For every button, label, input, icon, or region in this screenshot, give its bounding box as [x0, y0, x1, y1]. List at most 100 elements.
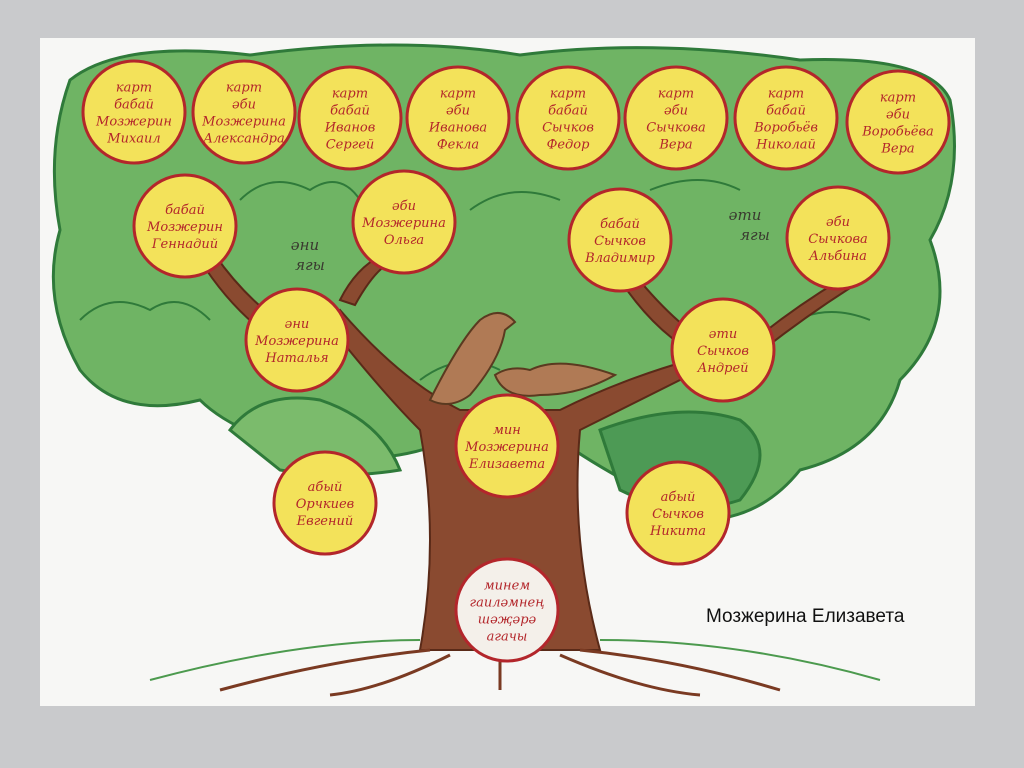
node-text-line: Александра: [202, 132, 285, 147]
node-text-line: Елизавета: [468, 457, 545, 472]
node-text-line: Федор: [547, 138, 591, 153]
side-label-line: әни: [291, 236, 319, 254]
side-label-line: ягы: [295, 256, 325, 274]
node-circle: [272, 450, 378, 556]
node-text-line: Мозжерина: [201, 115, 286, 130]
node-text-line: бабай: [766, 104, 806, 119]
node-text-line: Орчкиев: [296, 497, 354, 512]
node-text-line: Сычков: [542, 121, 594, 136]
node-text-line: Сычкова: [646, 121, 706, 136]
node-text-line: Сычков: [697, 344, 749, 359]
node-text-line: Геннадий: [151, 237, 218, 252]
node-text-line: Ольга: [384, 233, 424, 248]
node-circle: [625, 460, 731, 566]
bird-icon: [493, 362, 618, 397]
node-text-line: карт: [768, 87, 804, 102]
node-text-line: бабай: [600, 217, 640, 232]
node-text-line: әби: [886, 108, 910, 123]
node-text-line: әби: [446, 104, 470, 119]
node-text-line: Мозжерина: [254, 334, 339, 349]
node-text-line: әби: [664, 104, 688, 119]
node-text-line: Мозжерина: [464, 440, 549, 455]
node-text-line: гаиләмнең: [470, 596, 545, 611]
tree-roots: [219, 648, 781, 697]
node-circle: [515, 65, 621, 171]
node-text-line: әби: [392, 199, 416, 214]
node-circle: [567, 187, 673, 293]
node-text-line: шәҗәрә: [478, 613, 537, 628]
node-circle: [191, 59, 297, 165]
node-text-line: абый: [661, 490, 696, 505]
node-text-line: Наталья: [264, 351, 328, 366]
birds: [428, 312, 618, 405]
node-text-line: Владимир: [584, 251, 655, 266]
node-circle: [244, 287, 350, 393]
family-members: картбабайМозжеринМихаилкартәбиМозжеринаА…: [81, 59, 951, 663]
node-text-line: бабай: [330, 104, 370, 119]
node-text-line: әти: [709, 327, 737, 342]
node-circle: [454, 393, 560, 499]
node-text-line: Никита: [649, 524, 706, 539]
node-text-line: карт: [658, 87, 694, 102]
node-circle: [785, 185, 891, 291]
side-label-line: әти: [729, 206, 762, 224]
node-text-line: мин: [493, 423, 521, 438]
node-text-line: Михаил: [106, 132, 160, 147]
bird-icon: [428, 312, 517, 405]
node-text-line: карт: [550, 87, 586, 102]
node-text-line: Мозжерина: [361, 216, 446, 231]
node-circle: [670, 297, 776, 403]
author-caption: Мозжерина Елизавета: [706, 606, 905, 627]
node-text-line: бабай: [548, 104, 588, 119]
node-text-line: Вера: [880, 142, 914, 157]
node-circle: [845, 69, 951, 175]
side-label-father: әти ягы: [729, 206, 770, 244]
node-text-line: Мозжерин: [95, 115, 172, 130]
node-text-line: Иванов: [324, 121, 376, 136]
node-circle: [351, 169, 457, 275]
side-label-line: ягы: [740, 226, 770, 244]
node-text-line: бабай: [114, 98, 154, 113]
node-text-line: Сергей: [326, 138, 375, 153]
node-circle: [623, 65, 729, 171]
node-text-line: агачы: [487, 630, 528, 645]
node-text-line: абый: [308, 480, 343, 495]
node-text-line: Евгений: [296, 514, 354, 529]
node-circle: [81, 59, 187, 165]
grass: [149, 639, 881, 681]
node-circle: [405, 65, 511, 171]
node-text-line: әби: [826, 215, 850, 230]
node-text-line: карт: [880, 91, 916, 106]
node-text-line: Мозжерин: [146, 220, 223, 235]
node-text-line: әни: [285, 317, 310, 332]
node-text-line: Андрей: [696, 361, 748, 376]
node-circle: [733, 65, 839, 171]
node-circle: [454, 557, 560, 663]
node-text-line: карт: [116, 81, 152, 96]
node-text-line: Иванова: [428, 121, 487, 136]
side-label-mother: әни ягы: [291, 236, 325, 274]
node-text-line: Альбина: [808, 249, 867, 264]
node-text-line: карт: [226, 81, 262, 96]
node-circle: [297, 65, 403, 171]
node-text-line: бабай: [165, 203, 205, 218]
node-text-line: Воробьёва: [861, 125, 934, 140]
node-text-line: Сычков: [652, 507, 704, 522]
